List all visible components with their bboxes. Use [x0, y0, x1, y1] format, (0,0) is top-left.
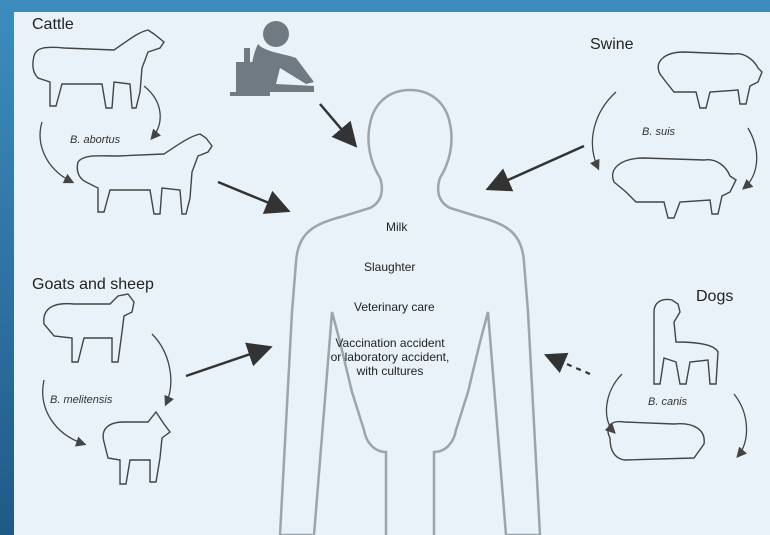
cattle-drawings: [33, 30, 212, 214]
arrow-lab-to-human: [320, 104, 354, 144]
goats-cycle-arrow-right: [152, 334, 171, 404]
swine-cycle-arrow-right: [744, 128, 757, 188]
swine-cycle-arrow-left: [592, 92, 616, 168]
dogs-drawings: [608, 300, 718, 461]
route-accident-line1: Vaccination accident: [310, 336, 470, 350]
dogs-cycle-arrow-right: [734, 394, 747, 456]
species-dogs: B. canis: [648, 396, 687, 408]
route-milk: Milk: [386, 220, 407, 234]
route-veterinary-care: Veterinary care: [354, 300, 435, 314]
dogs-cycle-arrow-left: [606, 374, 622, 432]
label-dogs: Dogs: [696, 288, 733, 306]
goats-cycle-arrow-left: [43, 380, 84, 444]
goats-sheep-drawings: [44, 294, 170, 484]
arrow-cattle-to-human: [218, 182, 286, 210]
swine-drawings: [613, 52, 762, 218]
cattle-cycle-arrow-left: [40, 122, 72, 182]
route-accident-line3: with cultures: [310, 364, 470, 378]
species-swine: B. suis: [642, 126, 675, 138]
arrow-goats-to-human: [186, 348, 268, 376]
diagram-panel: Cattle Swine Goats and sheep Dogs B. abo…: [14, 12, 770, 535]
cattle-cycle-arrow-right: [144, 86, 160, 138]
route-accident-block: Vaccination accident or laboratory accid…: [310, 336, 470, 378]
route-slaughter: Slaughter: [364, 260, 415, 274]
lab-worker-icon: [230, 21, 314, 96]
route-accident-line2: or laboratory accident,: [310, 350, 470, 364]
species-goats-sheep: B. melitensis: [50, 394, 112, 406]
label-cattle: Cattle: [32, 16, 74, 34]
species-cattle: B. abortus: [70, 134, 120, 146]
label-swine: Swine: [590, 36, 634, 54]
arrow-dogs-to-human-dotted: [548, 356, 590, 374]
label-goats-sheep: Goats and sheep: [32, 276, 154, 294]
arrow-swine-to-human: [490, 146, 584, 188]
